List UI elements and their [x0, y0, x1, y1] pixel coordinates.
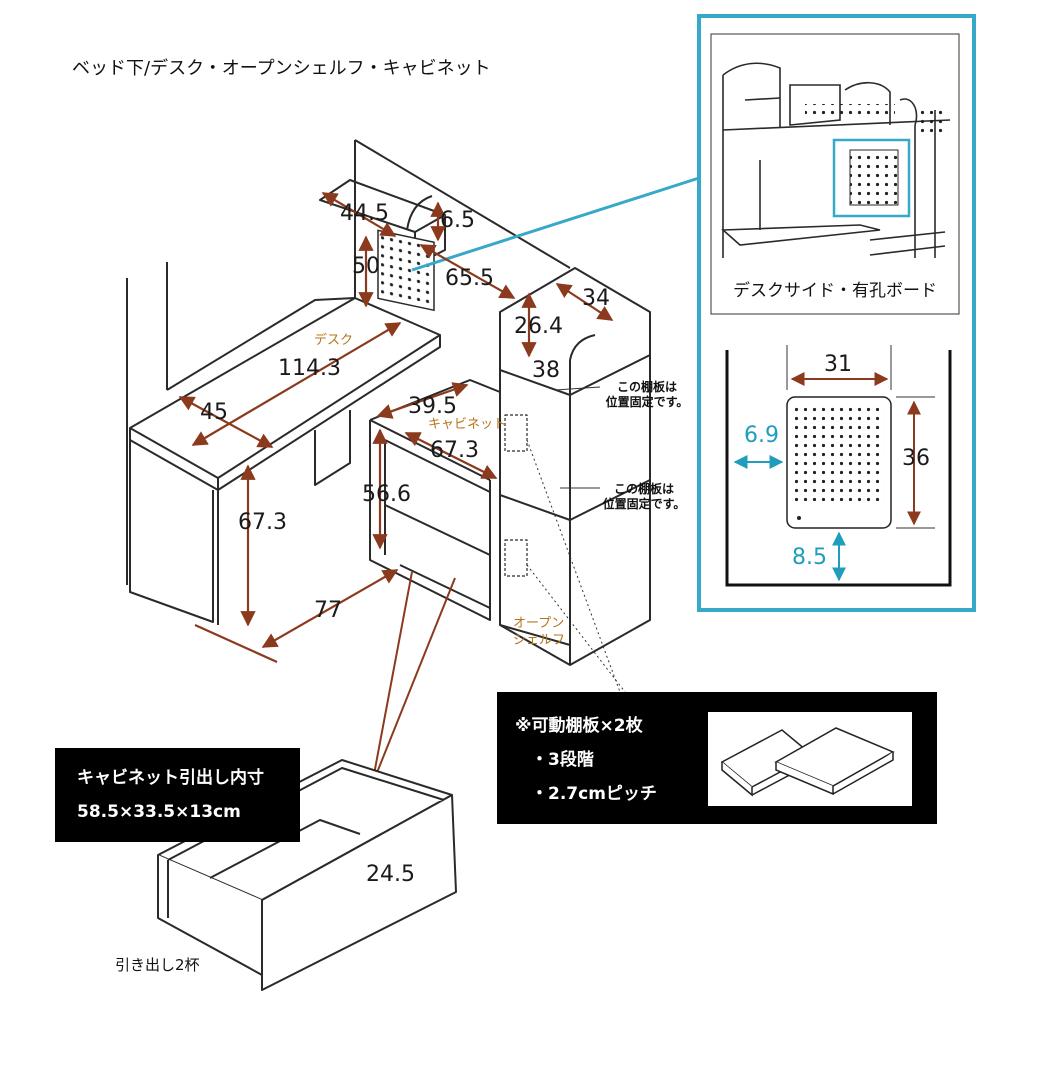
movable-shelf-info-box: ※可動棚板×2枚 ・3段階 ・2.7cmピッチ: [497, 692, 937, 824]
inset-content: [697, 14, 976, 612]
inset-dim-31: 31: [824, 352, 852, 377]
dim-50: 50: [352, 254, 380, 279]
movable-shelf-line1: ※可動棚板×2枚: [515, 716, 643, 736]
fixed-shelf-note-1a: この棚板は: [616, 380, 677, 394]
fixed-shelf-note-2a: この棚板は: [613, 482, 674, 496]
inset-dim-8-5: 8.5: [792, 545, 827, 570]
cabinet-drawer-info-line1: キャビネット引出し内寸: [77, 768, 264, 788]
label-cabinet: キャビネット: [428, 417, 507, 432]
inset-dim-6-9: 6.9: [744, 423, 779, 448]
dim-67-3-desk: 67.3: [238, 510, 287, 535]
perforated-board-main: [377, 229, 435, 312]
dim-65-5: 65.5: [445, 266, 494, 291]
fixed-shelf-note-1: この棚板は 位置固定です。: [604, 380, 690, 410]
inset-dim-36: 36: [902, 446, 930, 471]
dim-26-4: 26.4: [514, 314, 563, 339]
dim-45: 45: [200, 400, 228, 425]
cabinet-drawer-info-line2: 58.5×33.5×13cm: [77, 802, 241, 822]
movable-shelf-line3: ・2.7cmピッチ: [531, 784, 657, 804]
dim-38: 38: [532, 358, 560, 383]
fixed-shelf-note-2: この棚板は 位置固定です。: [598, 482, 690, 512]
dimension-arrows: [178, 192, 614, 917]
dim-114-3: 114.3: [278, 356, 341, 381]
dim-39-5: 39.5: [408, 394, 457, 419]
label-open-shelf-2: シェルフ: [513, 633, 566, 648]
drawer-count-label: 引き出し2杯: [115, 956, 200, 974]
dim-67-3-cabinet: 67.3: [430, 438, 479, 463]
label-desk: デスク: [314, 333, 354, 348]
cabinet-drawer-info-box: キャビネット引出し内寸 58.5×33.5×13cm: [55, 748, 300, 842]
fixed-shelf-note-2b: 位置固定です。: [602, 497, 686, 511]
fixed-shelf-note-1b: 位置固定です。: [605, 395, 689, 409]
movable-shelf-line2: ・3段階: [531, 750, 594, 770]
dim-24-5: 24.5: [366, 862, 415, 887]
dim-6-5: 6.5: [440, 208, 475, 233]
shelf-board-illustration: [708, 712, 912, 806]
shelf-leader-lines: [526, 439, 626, 693]
dim-34: 34: [582, 286, 610, 311]
inset-caption: デスクサイド・有孔ボード: [733, 281, 937, 301]
page-title: ベッド下/デスク・オープンシェルフ・キャビネット: [72, 58, 491, 79]
dim-44-5: 44.5: [340, 201, 389, 226]
dim-56-6: 56.6: [362, 482, 411, 507]
label-open-shelf-1: オープン: [513, 616, 565, 631]
dim-77: 77: [314, 598, 342, 623]
